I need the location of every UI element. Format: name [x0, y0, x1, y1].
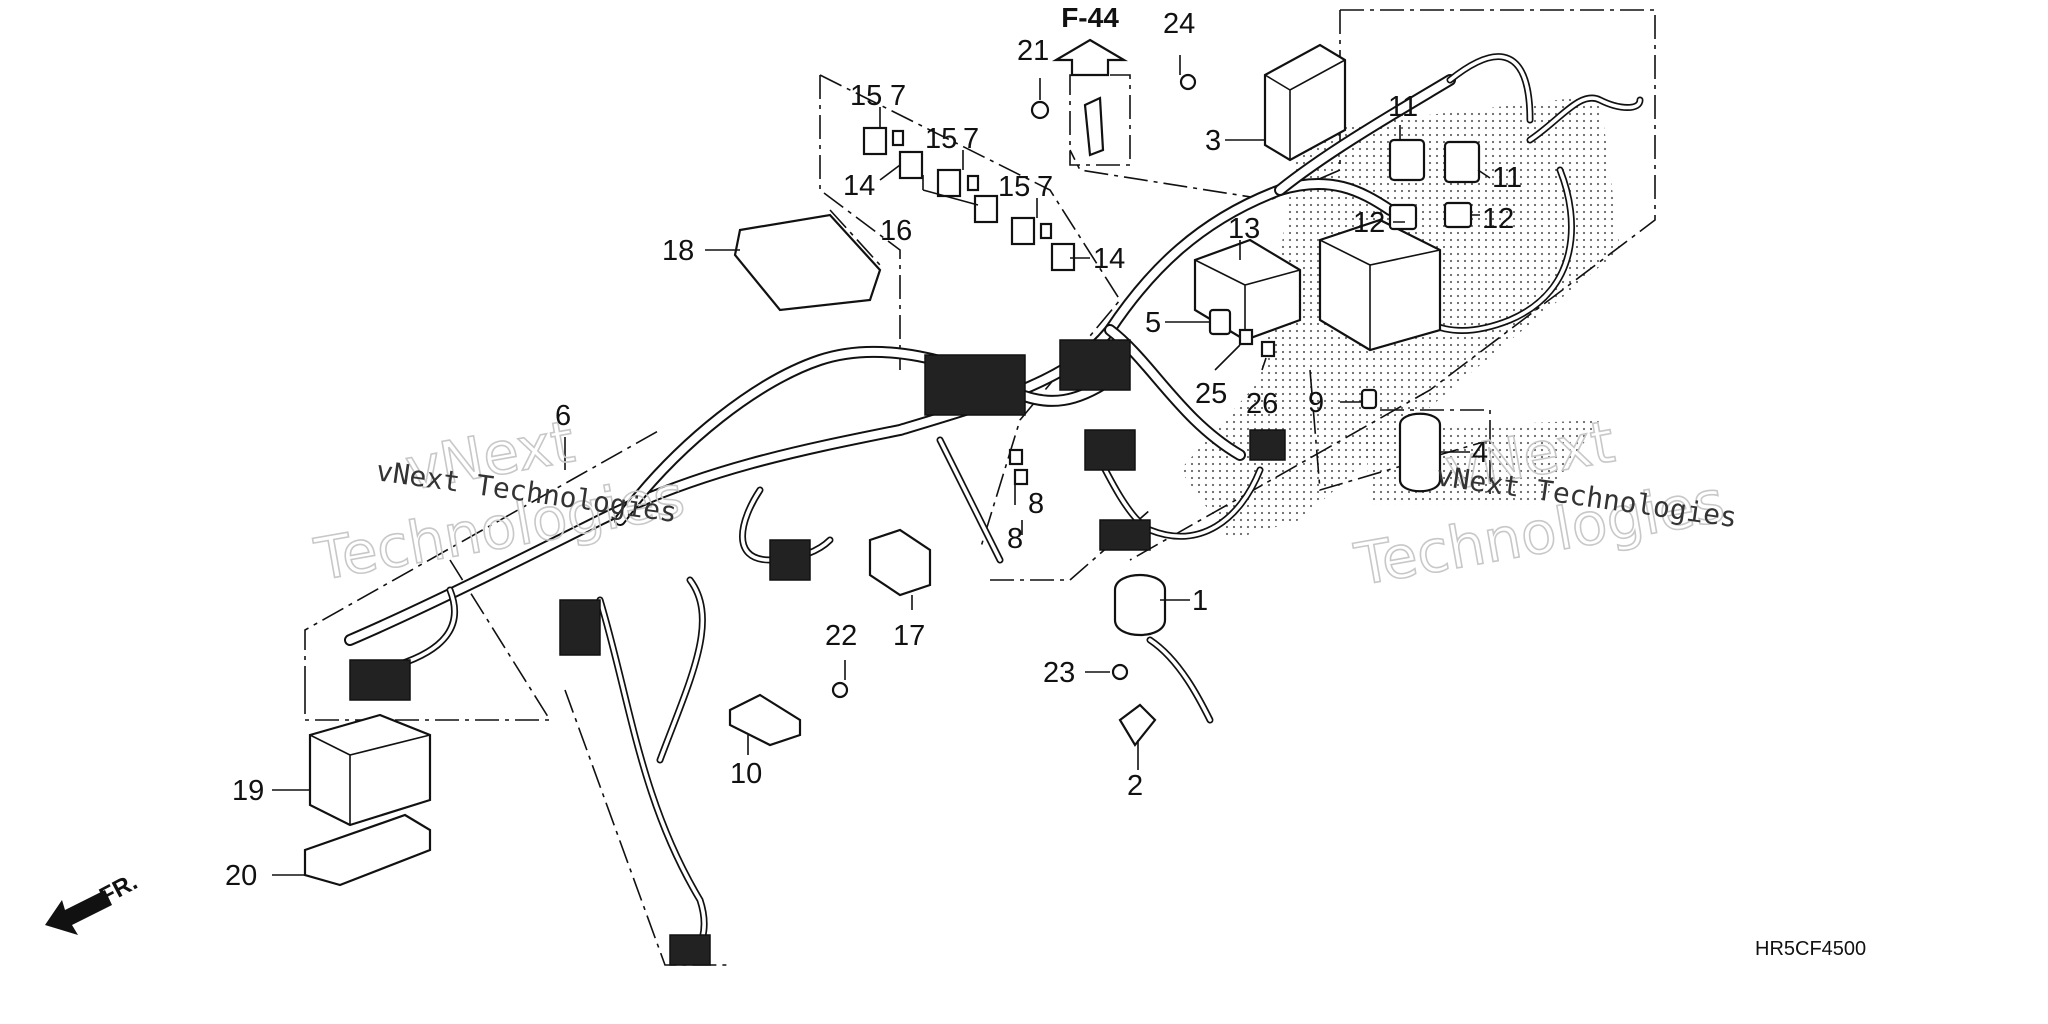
callout-2: 2: [1127, 770, 1143, 802]
relay-15a: [862, 126, 888, 156]
callout-6: 6: [555, 400, 571, 432]
callout-14a: 14: [843, 170, 875, 202]
callout-14b: 14: [1093, 243, 1125, 275]
relay-17: [868, 528, 932, 597]
spark-plug-cap: [1118, 703, 1157, 747]
capacitor: [1398, 412, 1442, 493]
ecu-unit: [1263, 43, 1347, 162]
callout-3: 3: [1205, 125, 1221, 157]
bolt-23: [1111, 663, 1129, 681]
callout-15b: 15: [925, 123, 957, 155]
relay-14a: [898, 150, 924, 180]
callout-24: 24: [1163, 8, 1195, 40]
callout-19: 19: [232, 775, 264, 807]
callout-4: 4: [1472, 437, 1488, 469]
relay-15c: [1010, 216, 1036, 246]
fuse-26: [1260, 340, 1276, 358]
callout-11a: 11: [1388, 91, 1418, 123]
junction-block: [1318, 218, 1442, 352]
diode-5: [1208, 308, 1232, 336]
front-arrow-icon: [45, 890, 112, 935]
callout-23: 23: [1043, 657, 1075, 689]
up-arrow-icon: [1051, 38, 1129, 77]
callout-11b: 11: [1492, 162, 1522, 194]
bracket: [1083, 96, 1105, 157]
control-unit-holder: [303, 813, 432, 887]
callout-22: 22: [825, 620, 857, 652]
bolt-21: [1030, 100, 1050, 120]
fuse-box-cover: [733, 213, 882, 312]
callout-15a: 15: [850, 80, 882, 112]
callout-15c: 15: [998, 171, 1030, 203]
relay-14b: [1050, 242, 1076, 272]
callout-26: 26: [1246, 388, 1278, 420]
leader-lines: [272, 55, 1491, 876]
figure-code: HR5CF4500: [1755, 938, 1866, 960]
fuse-7c: [1039, 222, 1053, 240]
callout-7c: 7: [1037, 171, 1053, 203]
reference-arrow: F-44: [1051, 2, 1129, 77]
callout-18: 18: [662, 235, 694, 267]
fuse-7a: [891, 129, 905, 147]
dashed-outlines: [304, 9, 1656, 966]
ignition-coil: [1113, 573, 1167, 637]
callout-9: 9: [1308, 387, 1324, 419]
callout-25: 25: [1195, 378, 1227, 410]
fuse-8b: [1013, 468, 1029, 486]
callout-7b: 7: [963, 123, 979, 155]
callout-20: 20: [225, 860, 257, 892]
connector-cluster-left: [349, 659, 411, 701]
relay-15b: [936, 168, 962, 198]
connector-9: [1360, 388, 1378, 410]
fuse-8a: [1008, 448, 1024, 466]
sensor-10: [728, 693, 802, 747]
front-indicator: FR.: [45, 868, 142, 935]
callouts: 1 2 3 4 5 6 7 7 7 8 8 9 10 11 11 12 12 1…: [225, 8, 1522, 892]
callout-1: 1: [1192, 585, 1208, 617]
bolt-24: [1179, 73, 1197, 91]
fuse-25: [1238, 328, 1254, 346]
callout-13: 13: [1228, 213, 1260, 245]
callout-5: 5: [1145, 307, 1161, 339]
callout-17: 17: [893, 620, 925, 652]
fuse-7b: [966, 174, 980, 192]
components: [303, 43, 1481, 966]
callout-7a: 7: [890, 80, 906, 112]
ref-label: F-44: [1061, 2, 1119, 33]
switch-12a: [1388, 203, 1418, 231]
callout-16: 16: [880, 215, 912, 247]
relay-16: [973, 194, 999, 224]
callout-21: 21: [1017, 35, 1049, 67]
callout-8a: 8: [1028, 488, 1044, 520]
watermarks: vNext Technologies vNext Technologies vN…: [309, 407, 1739, 600]
callout-8b: 8: [1007, 523, 1023, 555]
switch-12b: [1443, 201, 1473, 229]
relay-11b: [1443, 140, 1481, 184]
bolt-22: [831, 681, 849, 699]
relay-11a: [1388, 138, 1426, 182]
callout-12b: 12: [1482, 203, 1514, 235]
callout-12a: 12: [1353, 207, 1385, 239]
control-unit: [308, 713, 432, 827]
callout-10: 10: [730, 758, 762, 790]
